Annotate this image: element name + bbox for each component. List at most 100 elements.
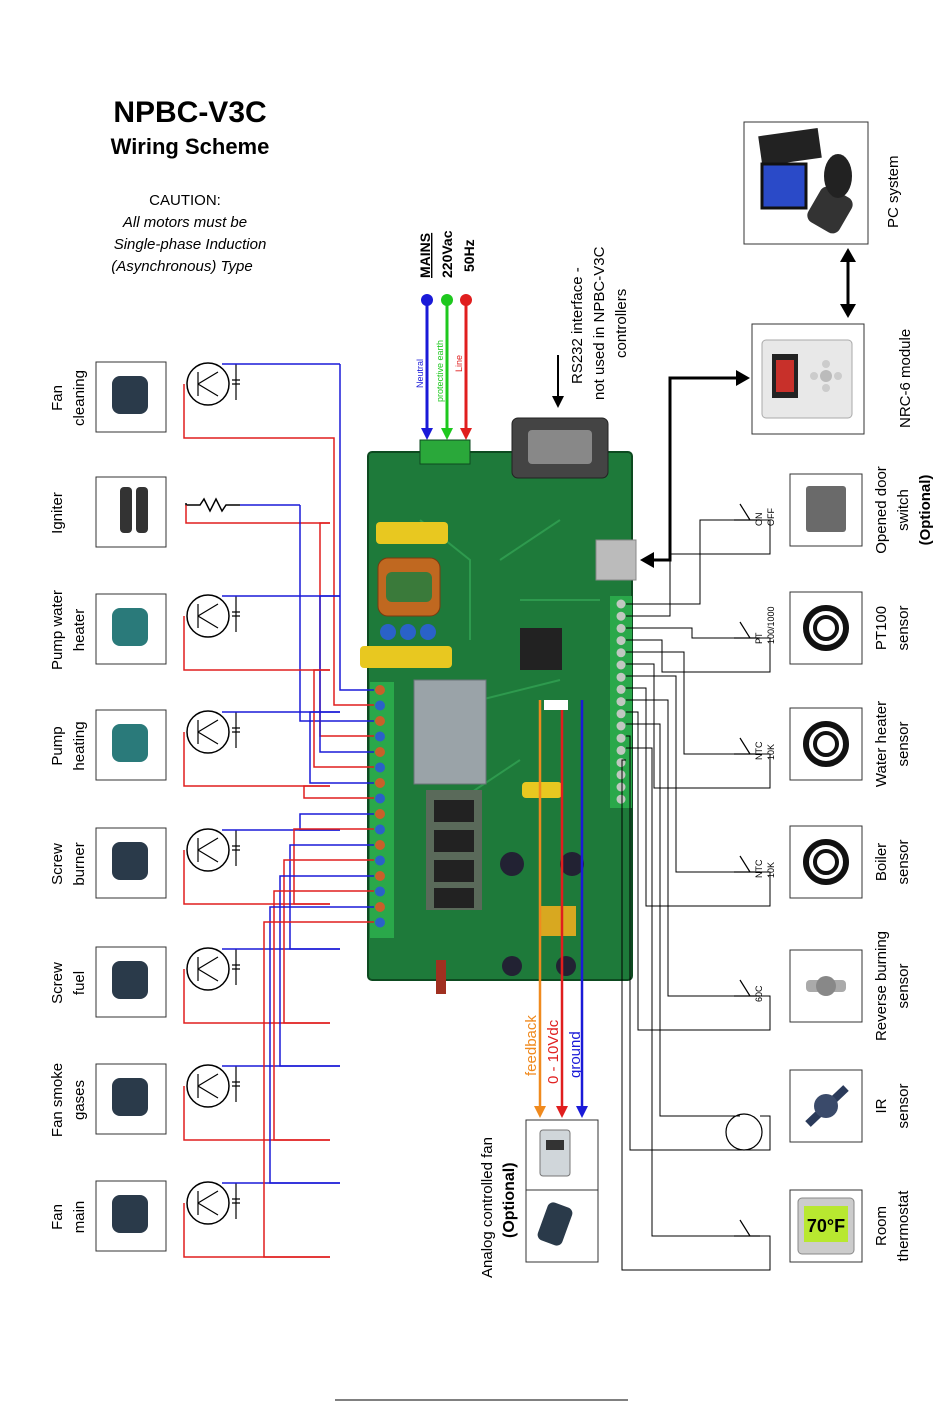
terminal-wire xyxy=(319,595,374,753)
terminal-screw xyxy=(375,886,385,897)
symbol-label: PT xyxy=(754,632,764,644)
capacitor-symbol xyxy=(232,830,240,866)
rs232-line-1: RS232 interface - xyxy=(569,267,586,384)
ground-label: ground xyxy=(567,1031,584,1078)
motor-symbol xyxy=(186,362,230,406)
device-label: Pump xyxy=(49,726,66,765)
symbol-label: NTC xyxy=(754,859,764,878)
caution-line-2: Single-phase Induction xyxy=(114,236,267,253)
caution-title: CAUTION: xyxy=(149,192,221,209)
analog-fan-label: Analog controlled fan xyxy=(479,1137,496,1278)
terminal-screw xyxy=(375,762,385,773)
sensor-wire xyxy=(626,519,771,617)
device-label: Igniter xyxy=(49,492,66,534)
motor-symbol xyxy=(186,1181,230,1225)
device-label: Opened door xyxy=(873,466,890,554)
device-photo xyxy=(789,825,863,899)
device-wire xyxy=(183,969,330,1024)
mains-voltage: 220Vac xyxy=(439,230,455,278)
left-terminal-strip xyxy=(375,685,385,928)
motor-icon xyxy=(112,724,148,762)
device-label: cleaning xyxy=(71,370,88,426)
terminal-screw xyxy=(375,793,385,804)
analog-fan: Analog controlled fan (Optional) xyxy=(479,1119,599,1278)
sensor-wire xyxy=(626,711,771,1031)
terminal-screw xyxy=(375,778,385,788)
mains-label: MAINS 220Vac 50Hz xyxy=(417,230,477,278)
device-wire xyxy=(183,732,330,787)
sensor-wire xyxy=(621,759,771,1271)
caution-line-1: All motors must be xyxy=(122,214,247,231)
terminal-screw xyxy=(375,902,385,912)
terminal-screw xyxy=(616,794,626,804)
motor-symbol xyxy=(186,828,230,872)
capacitor-symbol xyxy=(232,949,240,985)
device-label: sensor xyxy=(895,605,912,650)
rs232-note: RS232 interface - not used in NPBC-V3C c… xyxy=(552,246,630,408)
device-label: Pump water xyxy=(49,590,66,670)
terminal-screw xyxy=(375,747,385,757)
page-subtitle: Wiring Scheme xyxy=(111,134,270,159)
sensor-coil-icon xyxy=(813,615,839,641)
terminal-screw xyxy=(375,824,385,835)
terminal-wire xyxy=(269,906,374,1184)
device-label: Screw xyxy=(49,962,66,1004)
right-terminal-strip xyxy=(616,599,626,804)
left-device: Igniter xyxy=(49,476,374,737)
neutral-label: Neutral xyxy=(415,359,425,388)
sensor-wire xyxy=(626,651,740,755)
device-label: Room xyxy=(873,1206,890,1246)
symbol-label: 10K xyxy=(766,744,776,760)
motor-icon xyxy=(112,842,148,880)
mains-title: MAINS xyxy=(417,233,433,278)
terminal-wire xyxy=(339,364,374,691)
sensor-coil-icon xyxy=(813,731,839,757)
terminal-screw xyxy=(375,809,385,819)
capacitor-symbol xyxy=(232,1066,240,1102)
device-label: Reverse burning xyxy=(873,931,890,1041)
rs232-line-3: controllers xyxy=(613,289,630,358)
device-label: burner xyxy=(71,842,88,885)
terminal-screw xyxy=(616,660,626,670)
device-label: Boiler xyxy=(873,843,890,881)
terminal-wire xyxy=(319,522,374,737)
line-label: Line xyxy=(454,355,464,372)
terminal-wire xyxy=(289,844,374,950)
controller-board xyxy=(360,417,637,994)
earth-label: protective earth xyxy=(435,340,445,402)
terminal-screw xyxy=(616,709,626,719)
device-label: heating xyxy=(71,721,88,770)
terminal-screw xyxy=(616,782,626,792)
symbol-label: OFF xyxy=(766,508,776,526)
terminal-screw xyxy=(616,758,626,768)
nrc6-label: NRC-6 module xyxy=(897,329,914,428)
terminal-screw xyxy=(616,697,626,707)
terminal-screw xyxy=(616,770,626,780)
terminal-screw xyxy=(375,700,385,711)
symbol-label: 100/1000 xyxy=(766,606,776,644)
device-label: sensor xyxy=(895,963,912,1008)
symbol-label: ON xyxy=(754,513,764,527)
thermostat-display xyxy=(804,1206,848,1242)
terminal-screw xyxy=(616,623,626,633)
page-title: NPBC-V3C xyxy=(113,96,266,129)
device-label: main xyxy=(71,1201,88,1234)
thermostat-reading: 70°F xyxy=(807,1216,845,1236)
capacitor-symbol xyxy=(232,364,240,400)
device-photo xyxy=(789,707,863,781)
motor-windings xyxy=(197,956,219,982)
device-photo xyxy=(95,1063,167,1135)
sensor-wire xyxy=(626,723,740,1117)
left-device: Pump heating xyxy=(49,709,374,799)
terminal-screw xyxy=(375,731,385,742)
sensor-wire xyxy=(626,687,771,907)
terminal-screw xyxy=(616,599,626,609)
terminal-wire xyxy=(293,828,374,905)
